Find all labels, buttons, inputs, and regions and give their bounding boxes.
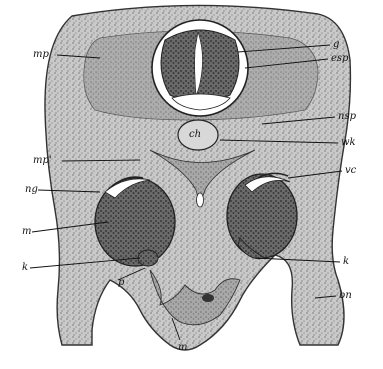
lower-dark-spot: [202, 294, 214, 302]
label-ch: ch: [189, 130, 201, 140]
label-m-left: m: [22, 227, 31, 237]
label-esp: esp: [331, 54, 348, 64]
label-m-bottom: m: [178, 343, 187, 353]
left-lower-lobe: [138, 250, 158, 266]
median-drop: [197, 193, 204, 207]
label-nsp: nsp: [338, 112, 356, 122]
label-p: p: [118, 278, 124, 288]
label-g: g: [333, 40, 339, 50]
label-vc: vc: [345, 166, 356, 176]
label-k-right: k: [343, 257, 349, 267]
label-wk: wk: [341, 138, 356, 148]
label-ng: ng: [25, 185, 38, 195]
label-bn: bn: [339, 291, 352, 301]
label-mp-prime: mp': [33, 156, 52, 166]
right-organ-mass: [227, 174, 297, 258]
label-k-left: k: [22, 263, 28, 273]
label-mp: mp: [33, 50, 49, 60]
